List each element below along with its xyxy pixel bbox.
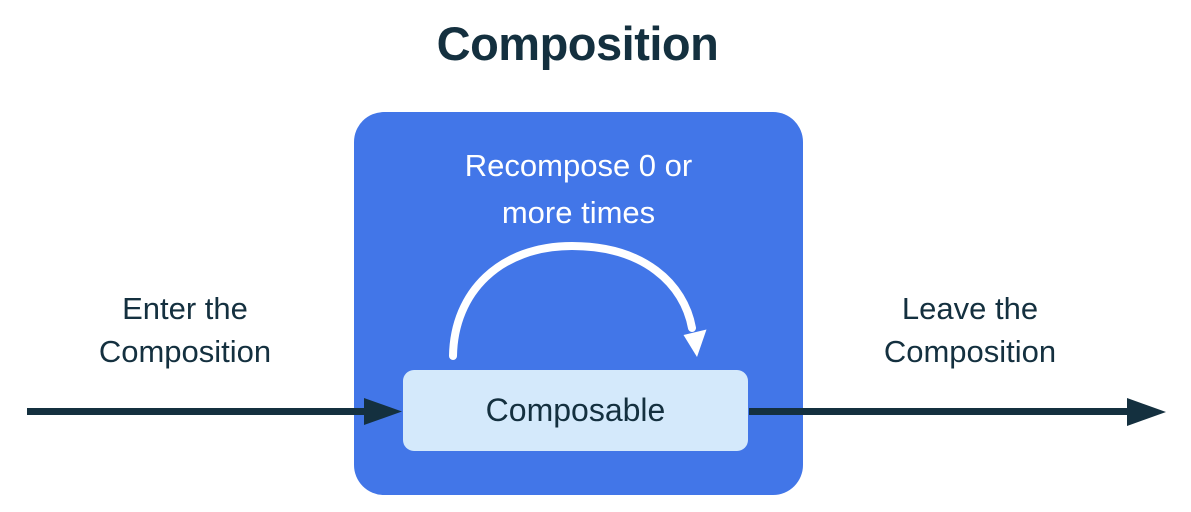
leave-arrow-icon	[749, 398, 1166, 426]
composable-box: Composable	[403, 370, 748, 451]
leave-composition-label: Leave the Composition	[883, 291, 1057, 369]
enter-arrow-icon	[27, 398, 402, 425]
enter-composition-label: Enter the Composition	[98, 291, 272, 369]
composable-label: Composable	[485, 392, 666, 428]
recompose-label: Recompose 0 or more times	[464, 148, 693, 230]
diagram-title: Composition	[436, 17, 719, 70]
